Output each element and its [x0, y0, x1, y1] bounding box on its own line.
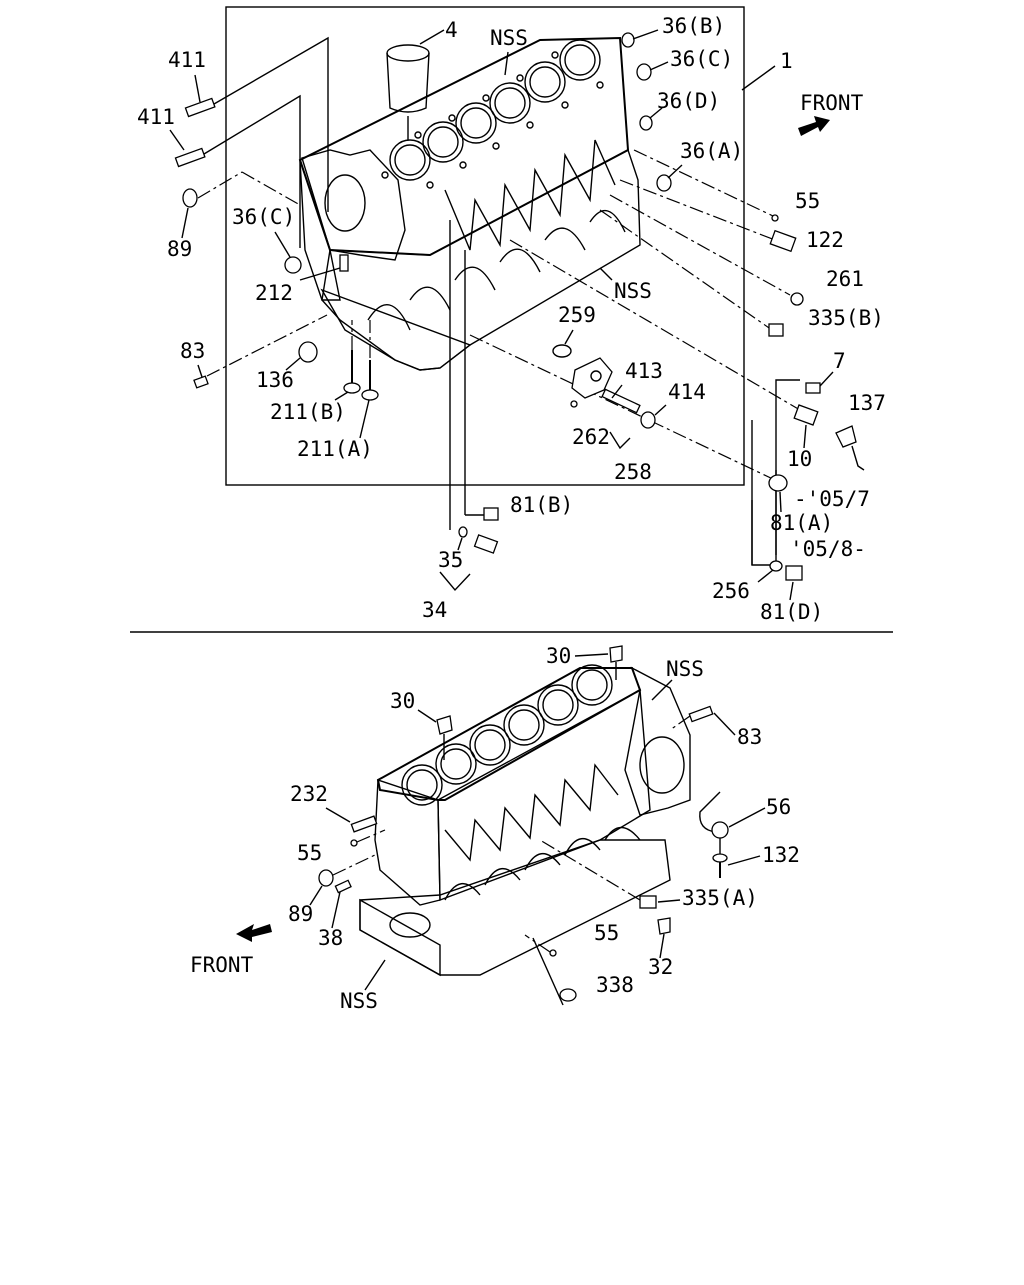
label-32: 32 [648, 955, 673, 979]
cylinder-bores-top [389, 39, 601, 181]
cylinder-block-bottom [359, 664, 691, 977]
label-date-to: -'05/7 [794, 487, 870, 511]
label-81d: 81(D) [760, 600, 823, 624]
label-4: 4 [445, 18, 458, 42]
label-212: 212 [255, 281, 293, 305]
plugs-36 [621, 29, 683, 192]
label-137: 137 [848, 391, 886, 415]
label-36c-left: 36(C) [232, 205, 295, 229]
cylinder-block-top [298, 36, 641, 371]
label-35: 35 [438, 548, 463, 572]
label-335b: 335(B) [808, 306, 884, 330]
label-38: 38 [318, 926, 343, 950]
label-1: 1 [780, 49, 793, 73]
label-nss-bottom: NSS [340, 989, 378, 1013]
label-414: 414 [668, 380, 706, 404]
label-front-top: FRONT [800, 91, 864, 115]
label-338: 338 [596, 973, 634, 997]
label-83-bottom: 83 [737, 725, 762, 749]
label-date-from: '05/8- [790, 537, 866, 561]
front-arrow-top-icon [798, 116, 830, 136]
label-36b: 36(B) [662, 14, 725, 38]
label-55-left: 55 [297, 841, 322, 865]
label-56: 56 [766, 795, 791, 819]
label-83-top: 83 [180, 339, 205, 363]
label-front-bottom: FRONT [190, 953, 254, 977]
left-side-parts [182, 171, 379, 401]
deck-bolt-holes [381, 51, 604, 189]
bottom-labels: 30 30 NSS 83 232 56 55 132 89 335(A) 38 … [190, 644, 800, 1013]
label-55-top: 55 [795, 189, 820, 213]
label-89-top: 89 [167, 237, 192, 261]
label-nss-mid: NSS [614, 279, 652, 303]
label-232: 232 [290, 782, 328, 806]
label-411-upper: 411 [168, 48, 206, 72]
label-256: 256 [712, 579, 750, 603]
label-nss-top: NSS [490, 26, 528, 50]
label-36d: 36(D) [657, 89, 720, 113]
label-55-bottom: 55 [594, 921, 619, 945]
right-side-fasteners [509, 149, 865, 565]
cylinder-liner [386, 44, 430, 140]
label-413: 413 [625, 359, 663, 383]
label-34: 34 [422, 598, 447, 622]
lower-leaders-top [449, 220, 803, 581]
label-258: 258 [614, 460, 652, 484]
label-122: 122 [806, 228, 844, 252]
label-132: 132 [762, 843, 800, 867]
cylinder-bores-bottom [401, 664, 613, 806]
label-89-bottom: 89 [288, 902, 313, 926]
label-261: 261 [826, 267, 864, 291]
top-labels: 1 4 NSS 36(B) 36(C) 36(D) 36(A) 411 411 … [137, 14, 886, 624]
oil-jet-group [469, 334, 788, 492]
label-259: 259 [558, 303, 596, 327]
label-30-left: 30 [390, 689, 415, 713]
label-10: 10 [787, 447, 812, 471]
label-136: 136 [256, 368, 294, 392]
label-nss-bottom-right: NSS [666, 657, 704, 681]
label-211b: 211(B) [270, 400, 346, 424]
label-81b: 81(B) [510, 493, 573, 517]
label-81a: 81(A) [770, 511, 833, 535]
label-411-lower: 411 [137, 105, 175, 129]
label-211a: 211(A) [297, 437, 373, 461]
front-arrow-bottom-icon [236, 924, 272, 942]
label-262: 262 [572, 425, 610, 449]
stud-411-parts [174, 36, 329, 248]
label-36c-right: 36(C) [670, 47, 733, 71]
group-brackets-top [439, 431, 631, 592]
label-30-top: 30 [546, 644, 571, 668]
label-335a: 335(A) [682, 886, 758, 910]
label-36a: 36(A) [680, 139, 743, 163]
top-assembly-frame [225, 6, 745, 486]
bottom-parts [318, 645, 729, 1006]
label-7: 7 [833, 349, 846, 373]
